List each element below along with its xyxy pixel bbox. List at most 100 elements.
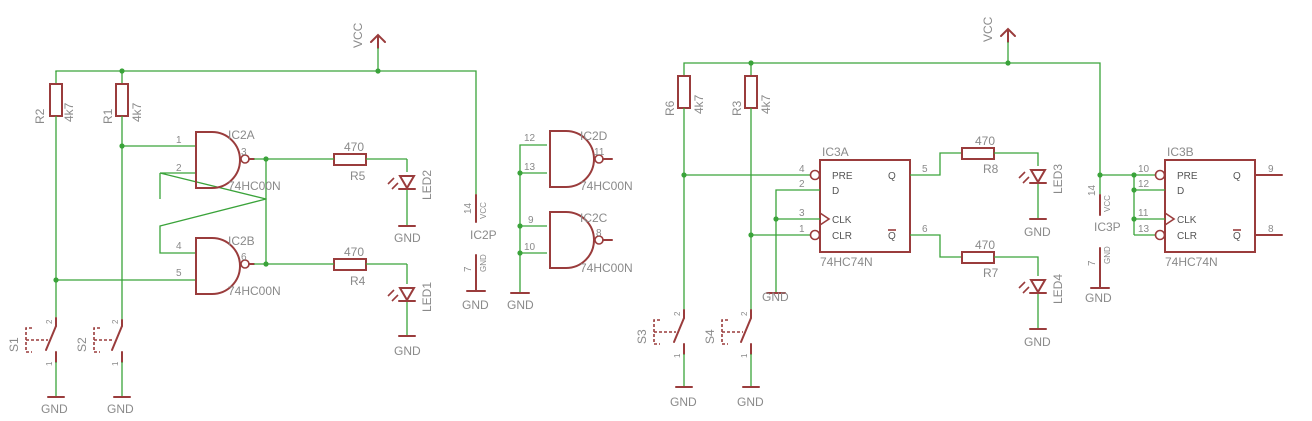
ic2p-gnd-pin: 7 xyxy=(463,266,474,272)
ic2b-pin5: 5 xyxy=(176,268,182,279)
r1-name: R1 xyxy=(101,108,115,124)
gnd-led3: GND xyxy=(1024,225,1051,239)
vcc-rail-right xyxy=(683,62,1101,195)
s2-pin2: 2 xyxy=(111,319,120,324)
ic3a-clr: CLR xyxy=(832,231,852,242)
ic2d-pin12: 12 xyxy=(524,133,536,144)
ic2c-type: 74HC00N xyxy=(580,261,633,275)
led-led3: LED3 GND xyxy=(1018,164,1065,239)
nand-gate-ic2c: IC2C 74HC00N 9 10 8 xyxy=(524,211,633,275)
s3-name: S3 xyxy=(635,329,649,344)
ic2d-name: IC2D xyxy=(580,129,608,143)
r5-name: R5 xyxy=(350,169,366,183)
ic3a-d: D xyxy=(832,186,839,197)
nand-gate-ic2d: IC2D 74HC00N 12 13 11 xyxy=(524,129,633,193)
vcc-symbol-left: VCC xyxy=(351,22,386,71)
r6-name: R6 xyxy=(663,100,677,116)
led3-name: LED3 xyxy=(1051,164,1065,194)
ic3p-name: IC3P xyxy=(1094,220,1121,234)
r1-value: 4k7 xyxy=(130,102,144,122)
ic3p-gnd-label: GND xyxy=(1103,246,1112,264)
ic2a-name: IC2A xyxy=(228,128,255,142)
ic2p-name: IC2P xyxy=(470,228,497,242)
vcc-label: VCC xyxy=(351,22,365,48)
led-led4: LED4 GND xyxy=(1018,274,1065,349)
r3-name: R3 xyxy=(730,100,744,116)
ic3a-pin6: 6 xyxy=(922,224,928,235)
ic3b-pin12: 12 xyxy=(1138,179,1150,190)
r8-name: R8 xyxy=(983,162,999,176)
led4-name: LED4 xyxy=(1051,274,1065,304)
ic2b-pin4: 4 xyxy=(176,241,182,252)
led2-name: LED2 xyxy=(420,170,434,200)
gnd-s2: GND xyxy=(107,402,134,416)
s1-name: S1 xyxy=(7,337,21,352)
r2-value: 4k7 xyxy=(62,102,76,122)
r3-value: 4k7 xyxy=(759,94,773,114)
ic2c-name: IC2C xyxy=(580,211,608,225)
ic3a-pre: PRE xyxy=(832,171,853,182)
switch-s1: S1 2 1 GND xyxy=(7,280,68,416)
r2-name: R2 xyxy=(33,108,47,124)
gnd-led1: GND xyxy=(394,344,421,358)
led1-name: LED1 xyxy=(420,282,434,312)
ic3a-qbar: Q xyxy=(888,231,896,242)
ic2d-pin11: 11 xyxy=(594,147,605,158)
flipflop-ic3a: GND IC3A 74HC74N PRE D CLK CLR Q Q 4 2 3… xyxy=(684,145,962,304)
ic2c-pin10: 10 xyxy=(524,242,536,253)
resistor-r1: R1 4k7 xyxy=(101,83,144,320)
gnd-s3: GND xyxy=(670,395,697,409)
ic2d-pin13: 13 xyxy=(524,162,536,173)
vcc-label-right: VCC xyxy=(981,16,995,42)
power-block-ic2p: 14 VCC IC2P 7 GND GND xyxy=(462,194,497,312)
ic2a-pin2: 2 xyxy=(176,163,182,174)
switch-s4: S4 2 1 GND xyxy=(703,309,764,409)
gnd-led4: GND xyxy=(1024,335,1051,349)
flipflop-ic3b: IC3B 74HC74N PRE D CLK CLR Q Q 10 12 11 … xyxy=(1100,145,1283,269)
s4-pin1: 1 xyxy=(740,353,749,358)
ic3a-pin1: 1 xyxy=(799,224,805,235)
r7-value: 470 xyxy=(975,238,995,252)
ic3b-pin8: 8 xyxy=(1268,224,1274,235)
ic2p-gnd-label: GND xyxy=(479,254,488,272)
ic3a-clk: CLK xyxy=(832,215,852,226)
ic3b-pin11: 11 xyxy=(1138,208,1149,219)
resistor-r7: 470 R7 xyxy=(961,238,1039,280)
ic2p-vcc-pin: 14 xyxy=(463,202,474,214)
switch-s2: S2 2 1 GND xyxy=(75,319,134,416)
s1-pin1: 1 xyxy=(45,361,54,366)
gnd-s1: GND xyxy=(41,402,68,416)
ic3b-qbar: Q xyxy=(1233,231,1241,242)
s3-pin2: 2 xyxy=(673,311,682,316)
power-block-ic3p: 14 VCC IC3P 7 GND GND xyxy=(1085,172,1121,305)
s3-pin1: 1 xyxy=(673,353,682,358)
r6-value: 4k7 xyxy=(692,94,706,114)
s2-pin1: 1 xyxy=(111,361,120,366)
ic2a-pin3: 3 xyxy=(241,147,247,158)
ic3b-pre: PRE xyxy=(1177,171,1198,182)
ic3b-clr: CLR xyxy=(1177,231,1197,242)
left-circuit: VCC R2 4k7 R1 4k7 IC2A 74HC00N 1 2 3 xyxy=(7,22,633,416)
r4-name: R4 xyxy=(350,274,366,288)
ic3a-type: 74HC74N xyxy=(820,255,873,269)
s1-pin2: 2 xyxy=(45,319,54,324)
gnd-s4: GND xyxy=(737,395,764,409)
vcc-symbol-right: VCC xyxy=(981,16,1016,63)
ic3a-pin5: 5 xyxy=(922,164,928,175)
switch-s3: S3 2 1 GND xyxy=(635,309,697,409)
ic3b-d: D xyxy=(1177,186,1184,197)
gnd-ic2dc: GND xyxy=(507,298,534,312)
ic3a-pin3: 3 xyxy=(799,208,805,219)
s2-name: S2 xyxy=(75,337,89,352)
nand-gate-ic2b: IC2B 74HC00N 4 5 6 xyxy=(176,234,330,298)
ic2b-type: 74HC00N xyxy=(228,284,281,298)
ic3p-vcc-label: VCC xyxy=(1103,195,1112,212)
r5-value: 470 xyxy=(344,140,364,154)
ic3a-q: Q xyxy=(888,171,896,182)
led-led2: LED2 GND xyxy=(387,170,434,245)
r4-value: 470 xyxy=(344,245,364,259)
ic3b-clk: CLK xyxy=(1177,215,1197,226)
right-circuit: VCC R6 4k7 R3 4k7 GND IC3A 74HC74N PRE D xyxy=(635,16,1283,409)
ic3b-q: Q xyxy=(1233,171,1241,182)
